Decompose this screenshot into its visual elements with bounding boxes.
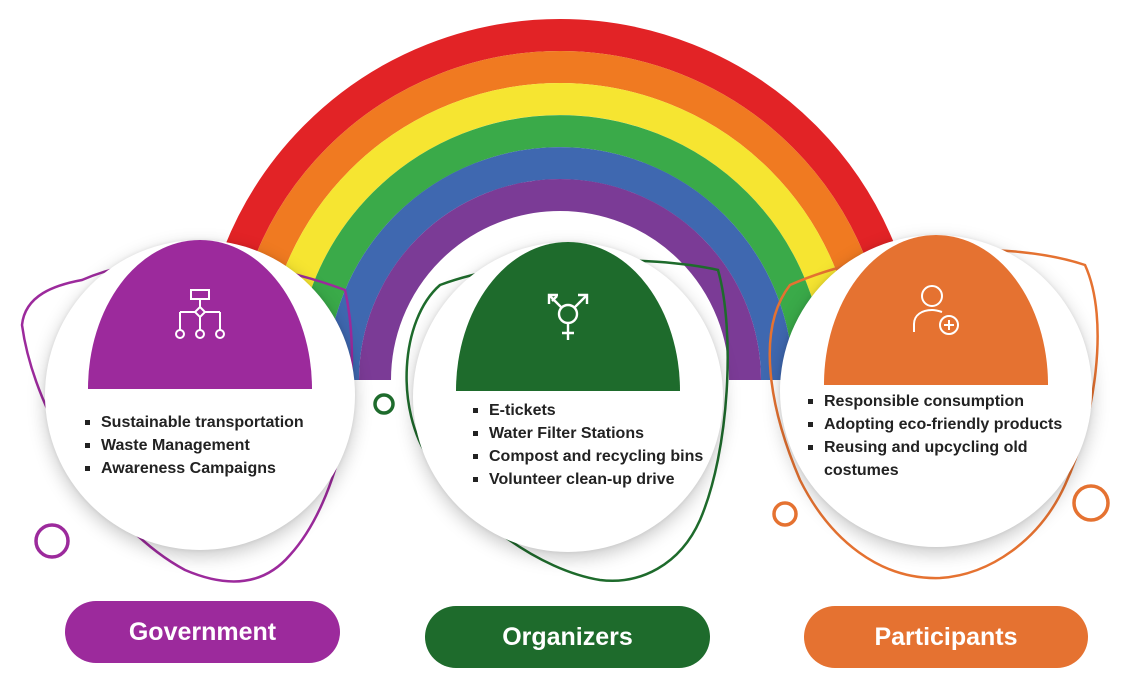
organizers-label-pill: Organizers	[425, 606, 710, 668]
list-item: Water Filter Stations	[471, 422, 711, 445]
list-item: Volunteer clean-up drive	[471, 468, 711, 491]
rainbow-band-orange	[231, 51, 889, 381]
rainbow-band-green	[295, 115, 825, 381]
list-item: Waste Management	[83, 434, 353, 457]
add-user-icon	[912, 284, 959, 335]
hierarchy-icon	[174, 289, 225, 340]
participants-outline-shape	[768, 248, 1099, 580]
list-item: Adopting eco-friendly products	[806, 413, 1091, 436]
participants-ring-decor-small	[772, 501, 798, 527]
participants-header	[823, 235, 1049, 385]
rainbow-band-blue	[327, 147, 793, 381]
list-item: Reusing and upcycling old costumes	[806, 436, 1091, 482]
organizers-list: E-tickets Water Filter Stations Compost …	[471, 399, 711, 491]
organizers-header	[456, 242, 680, 391]
list-item: Compost and recycling bins	[471, 445, 711, 468]
government-label-pill: Government	[65, 601, 340, 663]
participants-label-pill: Participants	[804, 606, 1088, 668]
government-header	[88, 240, 312, 389]
transgender-symbol-icon	[547, 294, 589, 341]
rainbow-band-yellow	[263, 83, 857, 381]
rainbow-band-red	[199, 19, 921, 381]
government-ring-decor	[34, 523, 70, 559]
list-item: E-tickets	[471, 399, 711, 422]
participants-list: Responsible consumption Adopting eco-fri…	[806, 390, 1091, 482]
list-item: Awareness Campaigns	[83, 457, 353, 480]
list-item: Responsible consumption	[806, 390, 1091, 413]
government-card: Sustainable transportation Waste Managem…	[45, 240, 355, 550]
organizers-card: E-tickets Water Filter Stations Compost …	[413, 242, 723, 552]
list-item: Sustainable transportation	[83, 411, 353, 434]
government-list: Sustainable transportation Waste Managem…	[83, 411, 353, 480]
participants-card: Responsible consumption Adopting eco-fri…	[780, 235, 1092, 547]
participants-ring-decor-large	[1072, 484, 1110, 522]
organizers-ring-decor	[373, 393, 395, 415]
